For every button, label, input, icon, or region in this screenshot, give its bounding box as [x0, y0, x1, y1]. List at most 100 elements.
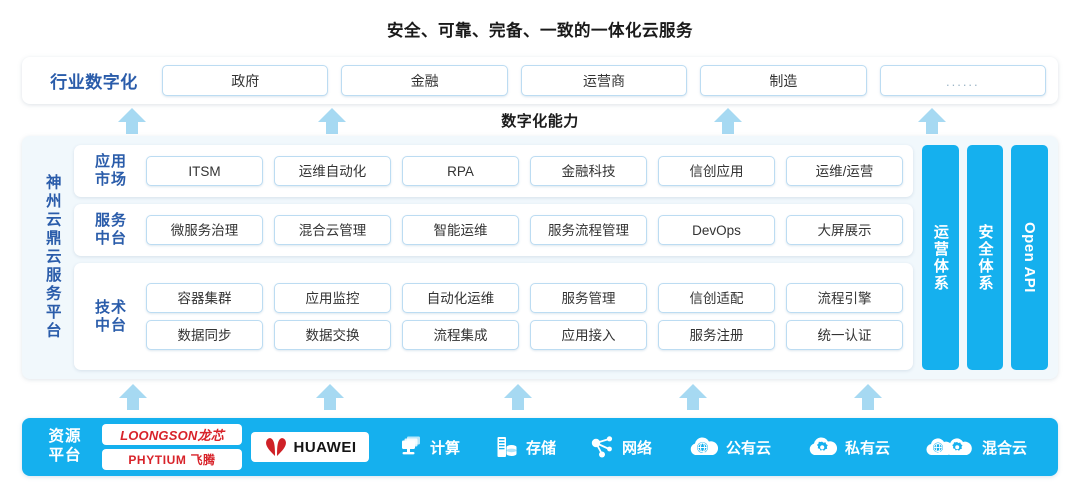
- cell-data-exchange[interactable]: 数据交换: [274, 320, 391, 350]
- cell-unified-authentication[interactable]: 统一认证: [786, 320, 903, 350]
- cell-devops[interactable]: DevOps: [658, 215, 775, 245]
- cell-application-monitoring[interactable]: 应用监控: [274, 283, 391, 313]
- tier-label-service-platform: 服务 中台: [82, 212, 140, 247]
- storage-icon: [497, 437, 517, 457]
- digital-capability-label: 数字化能力: [501, 113, 579, 130]
- platform-tiers: 应用 市场 ITSM 运维自动化 RPA 金融科技 信创应用 运维/运营 服务 …: [74, 145, 913, 370]
- resource-item-hybrid-cloud[interactable]: 混合云: [924, 435, 1027, 459]
- tier-label-line2: 中台: [94, 316, 127, 334]
- cell-application-access[interactable]: 应用接入: [530, 320, 647, 350]
- cell-process-engine[interactable]: 流程引擎: [786, 283, 903, 313]
- cell-process-integration[interactable]: 流程集成: [402, 320, 519, 350]
- cell-hybrid-cloud-management[interactable]: 混合云管理: [274, 215, 391, 245]
- tier-label-line1: 服务: [94, 212, 127, 230]
- up-arrow-icon: [714, 108, 742, 134]
- cell-automated-ops[interactable]: 自动化运维: [402, 283, 519, 313]
- compute-icon: [401, 436, 420, 455]
- cell-row: ITSM 运维自动化 RPA 金融科技 信创应用 运维/运营: [146, 156, 903, 186]
- top-arrow-band: [0, 104, 1080, 136]
- industry-chip-list: 政府 金融 运营商 制造 ......: [154, 65, 1047, 96]
- cell-fintech[interactable]: 金融科技: [530, 156, 647, 186]
- cell-xinchuang-adaptation[interactable]: 信创适配: [658, 283, 775, 313]
- cell-ops-operations[interactable]: 运维/运营: [786, 156, 903, 186]
- cell-aiops[interactable]: 智能运维: [402, 215, 519, 245]
- resource-item-network[interactable]: 网络: [590, 434, 652, 460]
- up-arrow-icon: [854, 384, 882, 410]
- cell-service-management[interactable]: 服务管理: [530, 283, 647, 313]
- resource-item-compute[interactable]: 计算: [398, 434, 460, 460]
- resource-item-label: 混合云: [981, 439, 1027, 457]
- cell-service-process-management[interactable]: 服务流程管理: [530, 215, 647, 245]
- tier-label-application-market: 应用 市场: [82, 153, 140, 188]
- cell-dashboard-display[interactable]: 大屏展示: [786, 215, 903, 245]
- up-arrow-icon: [679, 384, 707, 410]
- cell-service-registry[interactable]: 服务注册: [658, 320, 775, 350]
- resource-label-line2: 平台: [48, 447, 82, 464]
- tier-cells-technology-platform: 容器集群 应用监控 自动化运维 服务管理 信创适配 流程引擎 数据同步 数据交换…: [140, 283, 903, 350]
- platform-vertical-label: 神州云鼎云服务平台: [30, 145, 74, 370]
- cell-itsm[interactable]: ITSM: [146, 156, 263, 186]
- public-cloud-icon: [690, 437, 719, 455]
- pillar-label: 运营体系: [931, 223, 949, 292]
- up-arrow-icon: [119, 384, 147, 410]
- huawei-logo-text: HUAWEI: [293, 438, 357, 456]
- industry-chip-government[interactable]: 政府: [162, 65, 329, 96]
- up-arrow-icon: [504, 384, 532, 410]
- cell-ops-automation[interactable]: 运维自动化: [274, 156, 391, 186]
- up-arrow-icon: [318, 108, 346, 134]
- up-arrow-icon: [118, 108, 146, 134]
- resource-item-label: 存储: [525, 439, 556, 457]
- huawei-logo: HUAWEI: [251, 432, 369, 462]
- cell-row: 容器集群 应用监控 自动化运维 服务管理 信创适配 流程引擎: [146, 283, 903, 313]
- tier-cells-application-market: ITSM 运维自动化 RPA 金融科技 信创应用 运维/运营: [140, 156, 903, 186]
- cell-xinchuang-app[interactable]: 信创应用: [658, 156, 775, 186]
- resource-item-list: 计算 存储: [369, 434, 1044, 460]
- industry-chip-operator[interactable]: 运营商: [520, 65, 688, 96]
- resource-platform-bar: 资源 平台 LOONGSON龙芯 PHYTIUM 飞腾 HUAWEI 计算: [22, 418, 1058, 476]
- cell-row: 微服务治理 混合云管理 智能运维 服务流程管理 DevOps 大屏展示: [146, 215, 903, 245]
- resource-item-public-cloud[interactable]: 公有云: [686, 435, 771, 459]
- chip-vendor-logos: LOONGSON龙芯 PHYTIUM 飞腾: [102, 424, 242, 470]
- tier-label-line2: 中台: [94, 230, 127, 247]
- industry-digitalization-label: 行业数字化: [50, 73, 138, 92]
- resource-label-line1: 资源: [48, 428, 82, 446]
- industry-chip-finance[interactable]: 金融: [341, 65, 508, 96]
- platform-pillars: 运营体系 安全体系 Open API: [913, 145, 1049, 370]
- private-cloud-icon: [809, 437, 838, 455]
- tier-service-platform: 服务 中台 微服务治理 混合云管理 智能运维 服务流程管理 DevOps 大屏展…: [74, 204, 913, 256]
- industry-chip-manufacturing[interactable]: 制造: [700, 65, 867, 96]
- pillar-open-api[interactable]: Open API: [1011, 145, 1049, 370]
- pillar-operations-system[interactable]: 运营体系: [922, 145, 959, 370]
- pillar-label: 安全体系: [976, 223, 994, 292]
- platform-vertical-label-text: 神州云鼎云服务平台: [43, 174, 61, 341]
- resource-item-label: 公有云: [725, 439, 771, 457]
- cell-row: 数据同步 数据交换 流程集成 应用接入 服务注册 统一认证: [146, 320, 903, 350]
- cell-data-sync[interactable]: 数据同步: [146, 320, 263, 350]
- resource-item-private-cloud[interactable]: 私有云: [805, 435, 890, 459]
- tier-label-line1: 技术: [94, 298, 127, 316]
- cell-rpa[interactable]: RPA: [402, 156, 519, 186]
- cloud-service-platform-panel: 神州云鼎云服务平台 应用 市场 ITSM 运维自动化 RPA 金融科技 信创应用…: [22, 136, 1058, 379]
- bottom-arrow-band: [0, 381, 1080, 413]
- resource-item-label: 网络: [621, 439, 652, 457]
- cell-container-cluster[interactable]: 容器集群: [146, 283, 263, 313]
- tier-label-line2: 市场: [94, 171, 127, 188]
- cell-microservice-governance[interactable]: 微服务治理: [146, 215, 263, 245]
- tier-label-technology-platform: 技术 中台: [82, 299, 140, 334]
- tier-label-line1: 应用: [94, 153, 127, 171]
- industry-chip-more[interactable]: ......: [879, 65, 1047, 96]
- resource-item-label: 私有云: [844, 439, 890, 457]
- pillar-label: Open API: [1021, 222, 1039, 293]
- pillar-security-system[interactable]: 安全体系: [966, 145, 1004, 370]
- resource-item-storage[interactable]: 存储: [494, 434, 556, 460]
- up-arrow-icon: [316, 384, 344, 410]
- resource-platform-label: 资源 平台: [34, 428, 96, 465]
- hybrid-cloud-icon: [926, 438, 972, 455]
- industry-digitalization-row: 行业数字化 政府 金融 运营商 制造 ......: [22, 57, 1058, 104]
- tier-technology-platform: 技术 中台 容器集群 应用监控 自动化运维 服务管理 信创适配 流程引擎 数据同…: [74, 263, 913, 370]
- up-arrow-icon: [918, 108, 946, 134]
- phytium-logo: PHYTIUM 飞腾: [102, 449, 242, 470]
- resource-item-label: 计算: [429, 439, 460, 457]
- tier-application-market: 应用 市场 ITSM 运维自动化 RPA 金融科技 信创应用 运维/运营: [74, 145, 913, 197]
- page-title: 安全、可靠、完备、一致的一体化云服务: [387, 22, 693, 40]
